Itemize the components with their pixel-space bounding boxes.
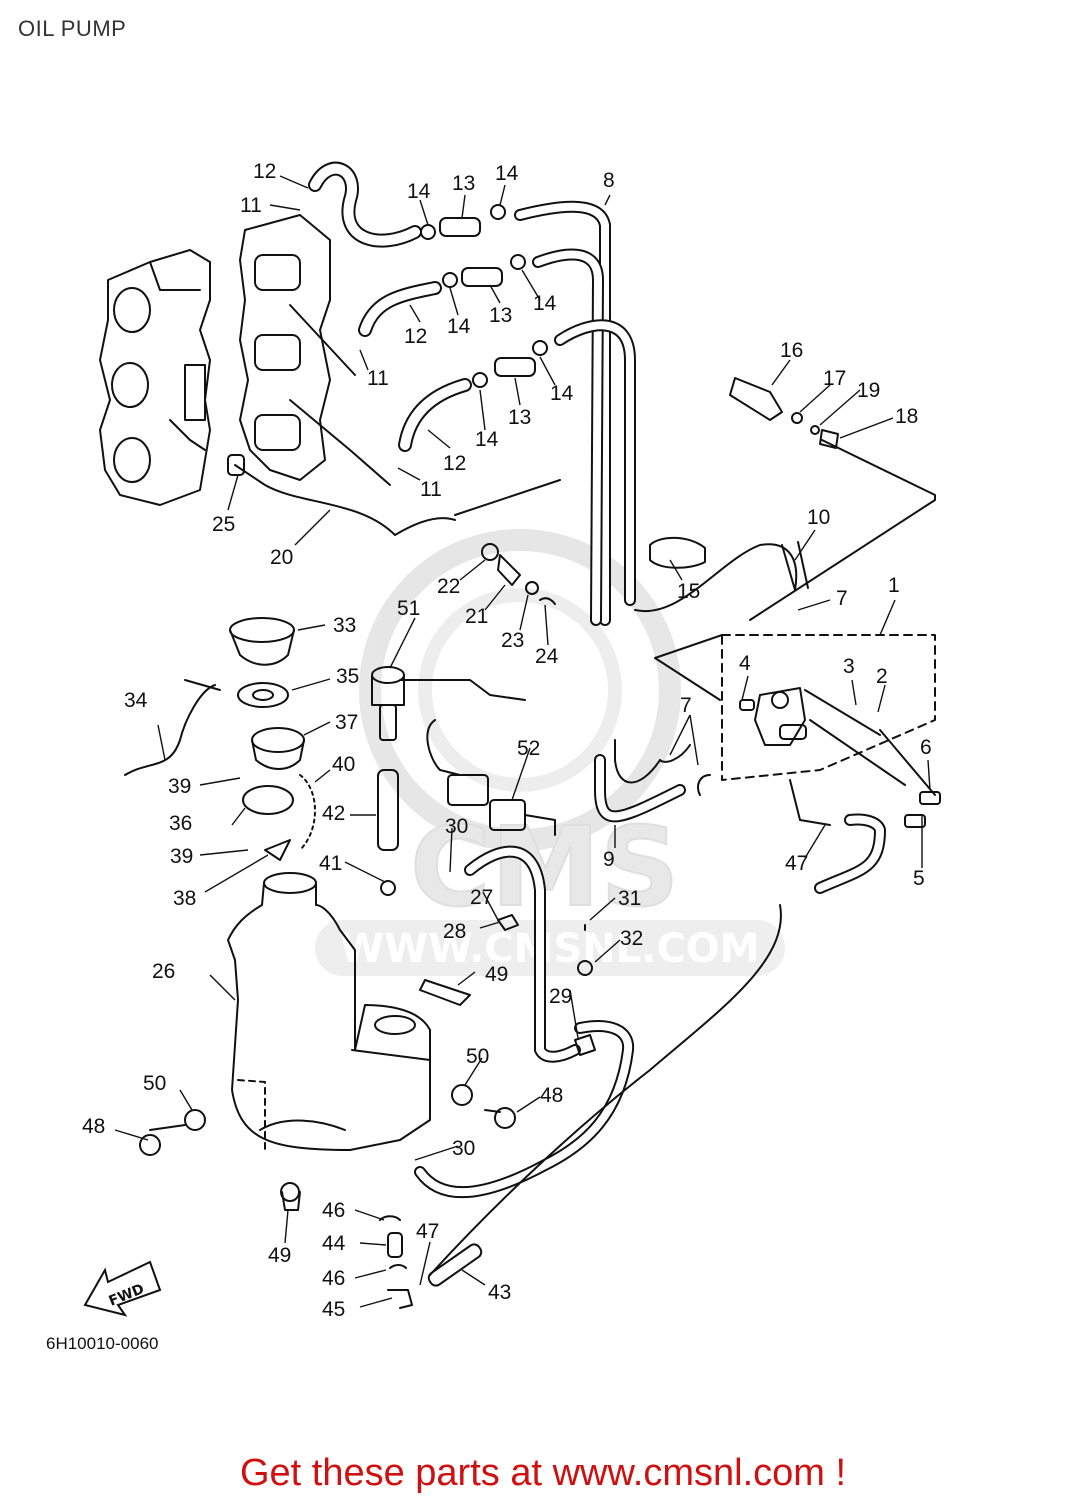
oil-tank-cap-33 bbox=[229, 617, 295, 666]
part-label-13: 13 bbox=[508, 406, 531, 429]
part-label-14: 14 bbox=[447, 315, 471, 338]
part-label-5: 5 bbox=[913, 867, 925, 890]
part-label-1: 1 bbox=[888, 574, 900, 597]
part-label-39: 39 bbox=[170, 845, 193, 868]
part-label-37: 37 bbox=[335, 711, 358, 734]
part-label-9: 9 bbox=[603, 848, 615, 871]
oil-level-sensor-51 bbox=[371, 666, 526, 851]
part-label-46: 46 bbox=[322, 1267, 345, 1290]
watermark-brand: CMS bbox=[410, 803, 679, 931]
hose-43 bbox=[427, 1243, 483, 1287]
exploded-parts-diagram: CMS WWW.CMSNL.COM bbox=[82, 160, 941, 1321]
part-label-52: 52 bbox=[517, 737, 540, 760]
part-label-16: 16 bbox=[780, 339, 803, 362]
engine-block bbox=[99, 249, 211, 506]
intake-plate bbox=[239, 214, 391, 486]
part-label-46: 46 bbox=[322, 1199, 345, 1222]
part-label-14: 14 bbox=[495, 162, 519, 185]
part-label-17: 17 bbox=[823, 367, 846, 390]
hose-12-top bbox=[308, 161, 422, 248]
part-label-50: 50 bbox=[466, 1045, 489, 1068]
strap-34 bbox=[124, 684, 216, 776]
part-label-48: 48 bbox=[82, 1115, 105, 1138]
part-label-7: 7 bbox=[680, 694, 692, 717]
part-label-48: 48 bbox=[540, 1084, 563, 1107]
part-label-36: 36 bbox=[169, 812, 192, 835]
watermark: CMS WWW.CMSNL.COM bbox=[315, 529, 785, 976]
part-label-25: 25 bbox=[212, 513, 235, 536]
page-title: OIL PUMP bbox=[18, 16, 127, 41]
hose-clips-14 bbox=[420, 204, 548, 388]
hose-10 bbox=[634, 543, 798, 613]
clamp-15 bbox=[649, 536, 706, 569]
part-label-43: 43 bbox=[488, 1281, 511, 1304]
part-label-7: 7 bbox=[836, 587, 848, 610]
part-label-42: 42 bbox=[322, 802, 345, 825]
part-label-41: 41 bbox=[319, 852, 342, 875]
part-label-14: 14 bbox=[533, 292, 557, 315]
part-label-14: 14 bbox=[550, 382, 574, 405]
part-label-32: 32 bbox=[620, 927, 643, 950]
cable-20 bbox=[234, 464, 456, 536]
part-label-15: 15 bbox=[677, 580, 700, 603]
part-label-2: 2 bbox=[876, 665, 888, 688]
part-label-12: 12 bbox=[253, 160, 276, 183]
part-label-11: 11 bbox=[240, 194, 262, 217]
part-label-3: 3 bbox=[843, 655, 855, 678]
drive-gear-16 bbox=[729, 377, 783, 421]
check-valve-13 bbox=[439, 217, 536, 377]
part-label-38: 38 bbox=[173, 887, 196, 910]
part-label-31: 31 bbox=[618, 887, 641, 910]
hose-lower bbox=[414, 1020, 635, 1199]
spacer-44 bbox=[387, 1232, 403, 1258]
part-label-13: 13 bbox=[489, 304, 512, 327]
part-label-45: 45 bbox=[322, 1298, 345, 1321]
watermark-url: WWW.CMSNL.COM bbox=[340, 926, 760, 972]
part-label-27: 27 bbox=[470, 886, 493, 909]
part-label-40: 40 bbox=[332, 753, 355, 776]
part-label-49: 49 bbox=[485, 963, 508, 986]
part-label-28: 28 bbox=[443, 920, 466, 943]
part-label-12: 12 bbox=[404, 325, 427, 348]
connector-52 bbox=[447, 774, 489, 806]
footer-link[interactable]: Get these parts at www.cmsnl.com ! bbox=[239, 1452, 847, 1494]
part-label-13: 13 bbox=[452, 172, 475, 195]
part-label-34: 34 bbox=[124, 689, 148, 712]
oil-tank-26 bbox=[227, 872, 431, 1151]
part-label-50: 50 bbox=[143, 1072, 166, 1095]
part-label-51: 51 bbox=[397, 597, 420, 620]
part-label-14: 14 bbox=[475, 428, 499, 451]
part-label-11: 11 bbox=[367, 367, 389, 390]
part-label-22: 22 bbox=[437, 575, 460, 598]
part-label-35: 35 bbox=[336, 665, 359, 688]
part-label-33: 33 bbox=[333, 614, 356, 637]
filler-cap-37 bbox=[251, 727, 305, 770]
part-label-8: 8 bbox=[603, 169, 615, 192]
part-label-4: 4 bbox=[739, 652, 751, 675]
part-label-10: 10 bbox=[807, 506, 830, 529]
part-label-47: 47 bbox=[785, 852, 808, 875]
part-label-49: 49 bbox=[268, 1244, 291, 1267]
part-label-47: 47 bbox=[416, 1220, 439, 1243]
part-label-19: 19 bbox=[857, 379, 880, 402]
part-label-29: 29 bbox=[549, 985, 572, 1008]
part-label-6: 6 bbox=[920, 736, 932, 759]
part-label-30: 30 bbox=[445, 815, 468, 838]
part-label-12: 12 bbox=[443, 452, 466, 475]
part-label-30: 30 bbox=[452, 1137, 475, 1160]
part-label-11: 11 bbox=[420, 478, 442, 501]
part-label-39: 39 bbox=[168, 775, 191, 798]
fwd-arrow: FWD bbox=[83, 1260, 162, 1317]
part-label-44: 44 bbox=[322, 1232, 346, 1255]
part-label-21: 21 bbox=[465, 605, 488, 628]
part-label-24: 24 bbox=[535, 645, 559, 668]
part-label-20: 20 bbox=[270, 546, 293, 569]
diagram-code: 6H10010-0060 bbox=[46, 1334, 159, 1353]
part-label-23: 23 bbox=[501, 629, 524, 652]
part-label-18: 18 bbox=[895, 405, 918, 428]
oil-pump-assembly bbox=[721, 634, 936, 786]
part-label-14: 14 bbox=[407, 180, 431, 203]
part-label-26: 26 bbox=[152, 960, 175, 983]
